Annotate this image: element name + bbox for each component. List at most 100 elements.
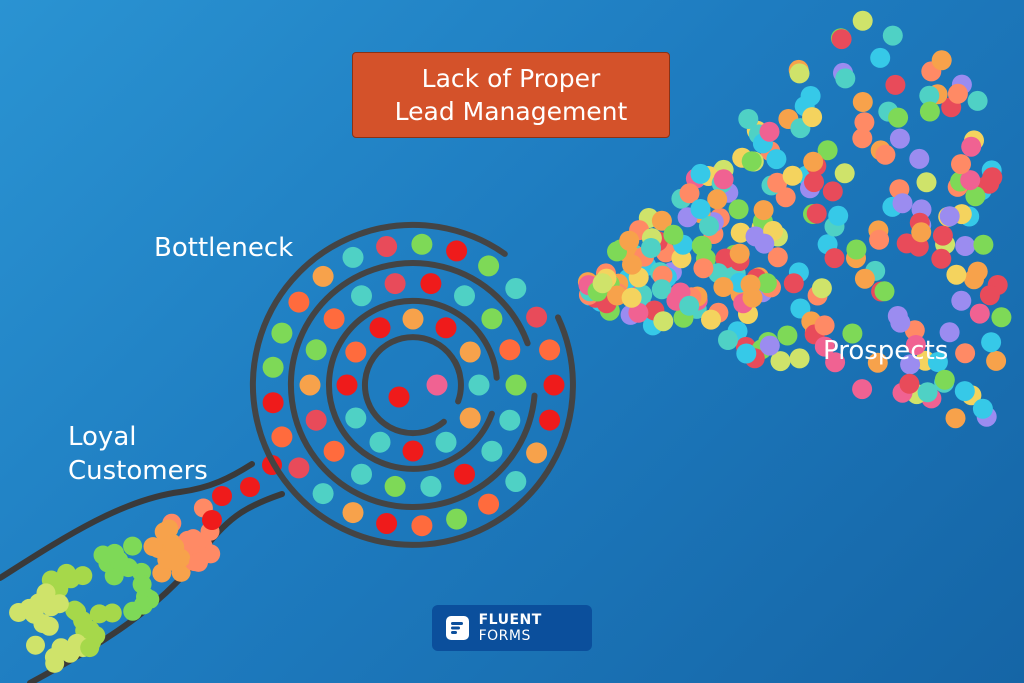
prospect-dot <box>965 186 986 207</box>
prospect-dot <box>955 343 976 364</box>
prospect-dot <box>641 238 661 258</box>
prospect-dot <box>892 193 913 214</box>
customer-dot <box>183 529 203 549</box>
prospect-dot <box>899 373 920 394</box>
maze-dot <box>376 236 398 257</box>
maze-dot <box>271 322 293 344</box>
maze-dot <box>312 265 334 287</box>
maze-dot <box>299 374 321 396</box>
maze-ring <box>326 297 500 472</box>
customer-dot <box>29 593 49 613</box>
customer-dot <box>123 601 143 621</box>
prospect-dot <box>741 151 762 172</box>
prospect-dot <box>919 101 940 122</box>
prospect-dot <box>653 311 674 332</box>
customer-dot <box>49 594 69 614</box>
prospect-dot <box>887 306 908 326</box>
customer-dot <box>165 537 185 557</box>
prospect-dot <box>789 348 810 369</box>
maze-dot <box>499 339 521 361</box>
prospect-dot <box>939 206 960 227</box>
prospect-dot <box>896 233 917 254</box>
prospect-dot <box>852 10 873 31</box>
customer-dot <box>26 635 45 655</box>
customer-dot <box>143 537 163 557</box>
maze-dot <box>481 308 503 330</box>
prospect-dot <box>931 50 952 71</box>
prospect-dot <box>814 315 835 336</box>
maze-dot <box>312 483 334 505</box>
prospect-dot <box>854 268 875 289</box>
prospect-dot <box>927 352 948 372</box>
prospect-dot <box>713 277 734 297</box>
maze-dot <box>376 513 398 534</box>
maze-dot <box>505 278 527 299</box>
prospect-dot <box>736 343 757 364</box>
prospect-dot <box>802 107 823 128</box>
prospect-dot <box>934 369 955 390</box>
maze-dot <box>384 475 406 497</box>
prospect-dot <box>592 273 613 294</box>
prospect-dot <box>804 172 824 193</box>
prospect-dot <box>852 379 873 400</box>
prospect-dot <box>979 285 1000 306</box>
maze-dot <box>271 426 293 448</box>
customer-dot <box>39 616 59 636</box>
prospect-dots <box>577 10 1012 429</box>
prospect-dot <box>806 203 827 224</box>
prospect-dot <box>718 330 738 350</box>
prospect-dot <box>753 200 774 221</box>
maze-dot <box>351 285 372 307</box>
maze-dot <box>526 442 548 464</box>
prospect-dot <box>690 199 711 219</box>
prospect-dot <box>939 322 960 343</box>
prospect-dot <box>931 248 952 269</box>
prospect-dot <box>770 351 791 372</box>
maze-dot <box>481 440 503 462</box>
prospect-dot <box>885 74 906 95</box>
maze-dot <box>539 339 561 361</box>
maze-dot <box>420 273 442 295</box>
title-line-1: Lack of Proper <box>421 64 601 93</box>
maze-dot <box>411 515 433 537</box>
prospect-dot <box>986 350 1007 371</box>
prospects-label: Prospects <box>823 336 949 366</box>
customer-dot <box>89 604 109 624</box>
prospect-dot <box>831 29 852 50</box>
maze-dot <box>342 502 364 524</box>
prospect-dot <box>870 47 891 68</box>
prospect-dot <box>919 85 940 106</box>
prospect-dot <box>916 172 937 193</box>
customer-tube <box>0 455 285 683</box>
prospect-dot <box>713 169 734 190</box>
prospect-dot <box>946 264 967 285</box>
prospect-dot <box>854 112 875 133</box>
prospect-dot <box>852 128 873 149</box>
maze-dot <box>369 317 391 339</box>
maze-dot <box>454 285 475 307</box>
customer-dot <box>45 653 65 673</box>
title-line-2: Lead Management <box>394 97 628 126</box>
maze-dot <box>478 255 500 277</box>
prospect-dot <box>775 187 796 208</box>
maze-dot <box>323 440 345 462</box>
maze-dot <box>305 339 327 361</box>
customer-dot <box>212 486 232 506</box>
prospect-dot <box>759 121 780 142</box>
customer-dot <box>240 477 260 497</box>
prospect-dot <box>767 247 788 268</box>
prospect-dot <box>917 382 938 403</box>
prospect-dot <box>947 83 968 104</box>
prospect-dot <box>828 205 849 226</box>
maze-ring <box>451 358 463 376</box>
prospect-dot <box>803 151 824 172</box>
maze-dot <box>345 341 367 363</box>
maze-dot <box>435 317 457 339</box>
maze-dot <box>402 440 424 462</box>
customer-dot <box>61 569 81 589</box>
customer-dot <box>123 536 143 556</box>
prospect-dot <box>842 323 863 344</box>
customer-dot <box>159 519 179 539</box>
prospect-dot <box>900 354 921 375</box>
